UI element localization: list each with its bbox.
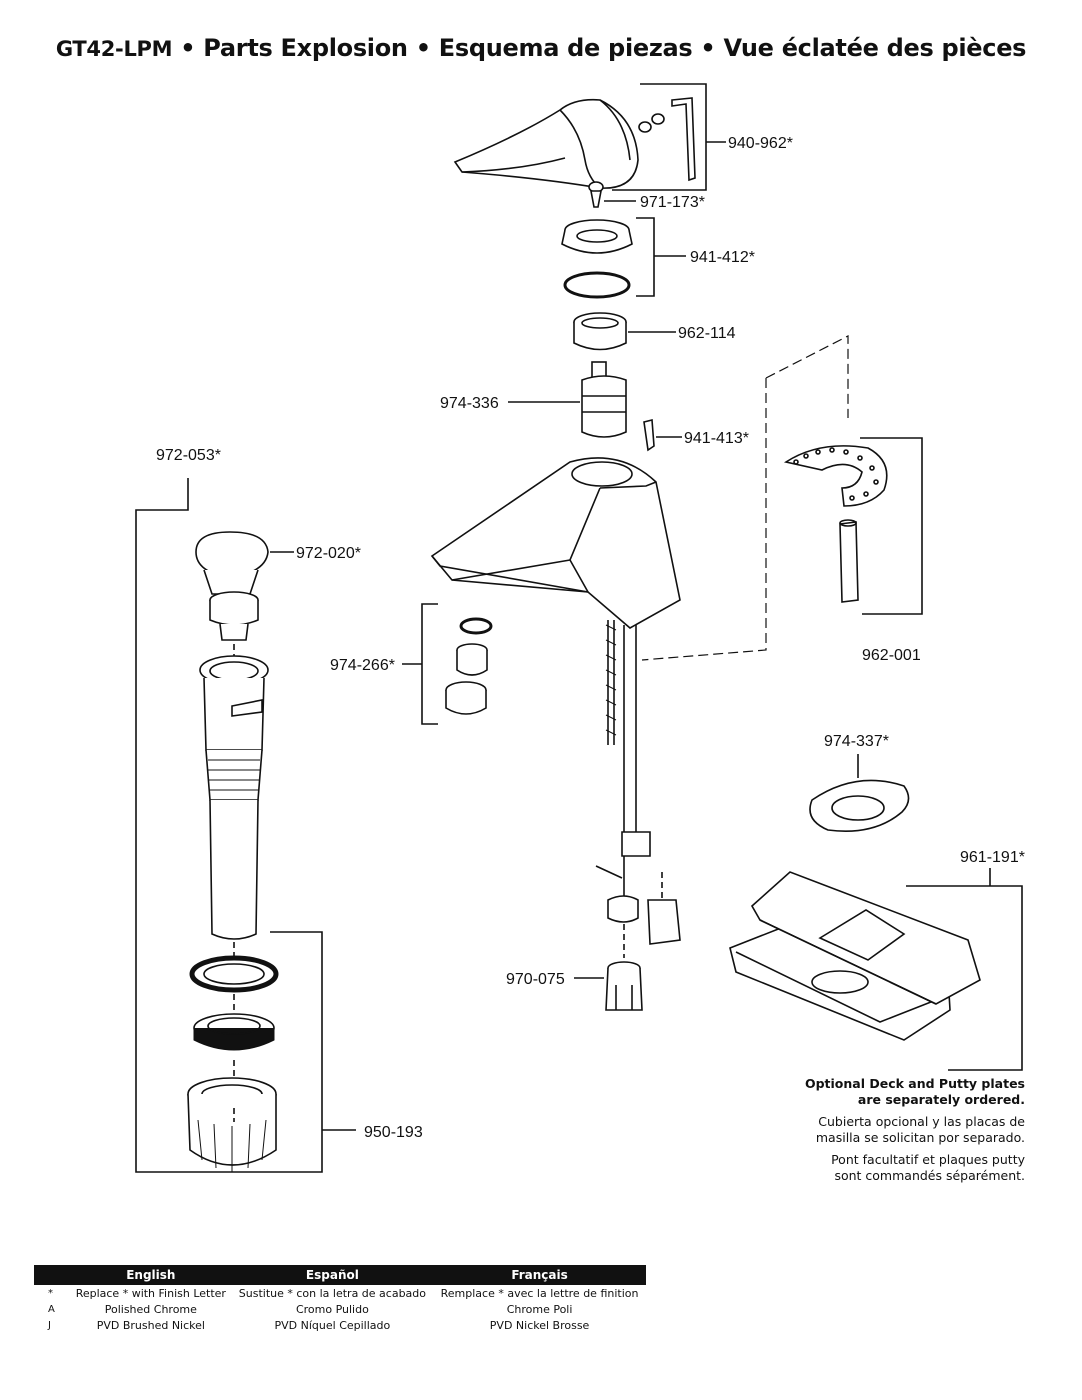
note-english: Optional Deck and Putty plates are separ… — [804, 1076, 1025, 1107]
label-940-962: 940-962* — [728, 135, 793, 152]
handle-lever — [453, 98, 639, 189]
bonnet-nut — [573, 312, 627, 351]
screw-icon — [588, 181, 604, 208]
drain-locknut — [193, 1013, 275, 1051]
cartridge — [581, 361, 627, 438]
legend-header-english: English — [70, 1265, 232, 1285]
drain-tailpiece-nut — [187, 1077, 277, 1172]
label-941-412: 941-412* — [690, 249, 755, 266]
bracket-961-191 — [906, 868, 1023, 1071]
title-english: Parts Explosion — [203, 34, 408, 62]
drain-gasket — [189, 955, 279, 993]
bracket-962-001 — [860, 437, 923, 615]
compression-nut — [605, 961, 643, 1011]
bracket-941-412 — [636, 217, 686, 297]
hex-wrench-icon — [671, 97, 696, 182]
faucet-body — [430, 457, 681, 629]
dashed-assembly-line — [641, 335, 849, 661]
supply-tube — [595, 625, 681, 945]
label-974-266: 974-266* — [330, 657, 395, 674]
mounting-bracket — [783, 445, 888, 507]
table-row: J PVD Brushed Nickel PVD Níquel Cepillad… — [48, 1318, 590, 1332]
model-number: GT42-LPM — [55, 37, 173, 61]
set-screw-icon — [638, 113, 665, 133]
page-title: GT42-LPM•Parts Explosion•Esquema de piez… — [55, 34, 1027, 62]
table-row: * Replace * with Finish Letter Sustitue … — [48, 1286, 639, 1300]
label-970-075: 970-075 — [506, 971, 565, 988]
note-french: Pont facultatif et plaques putty sont co… — [831, 1152, 1025, 1183]
deck-plate — [729, 871, 981, 1041]
finish-legend-table: English Español Français * Replace * wit… — [34, 1265, 646, 1333]
mounting-shank — [839, 519, 859, 603]
bracket-974-266 — [402, 603, 438, 725]
o-ring-icon — [563, 271, 631, 299]
stopper-stem — [209, 591, 259, 641]
bracket-972-053 — [135, 478, 323, 1173]
label-961-191: 961-191* — [960, 849, 1025, 866]
drain-body — [199, 655, 269, 940]
label-962-114: 962-114 — [678, 325, 736, 342]
label-974-337: 974-337* — [824, 733, 889, 750]
title-spanish: Esquema de piezas — [438, 34, 693, 62]
pin-icon — [643, 418, 655, 452]
table-row: A Polished Chrome Cromo Pulido Chrome Po… — [48, 1302, 573, 1316]
label-950-193: 950-193 — [364, 1124, 423, 1141]
bonnet-cap — [561, 219, 633, 254]
label-971-173: 971-173* — [640, 194, 705, 211]
note-spanish: Cubierta opcional y las placas de masill… — [815, 1114, 1025, 1145]
label-974-336: 974-336 — [440, 395, 499, 412]
legend-header-french: Français — [433, 1265, 646, 1285]
drain-stopper-cap — [195, 531, 269, 595]
supply-threaded-shank — [605, 620, 617, 745]
legend-header-spanish: Español — [231, 1265, 434, 1285]
label-972-020: 972-020* — [296, 545, 361, 562]
aerator-parts — [445, 617, 493, 715]
label-972-053: 972-053* — [156, 447, 221, 464]
deck-gasket — [809, 779, 910, 832]
bracket-940-962 — [612, 83, 726, 191]
title-french: Vue éclatée des pièces — [723, 34, 1027, 62]
label-941-413: 941-413* — [684, 430, 749, 447]
label-962-001: 962-001 — [862, 647, 921, 664]
